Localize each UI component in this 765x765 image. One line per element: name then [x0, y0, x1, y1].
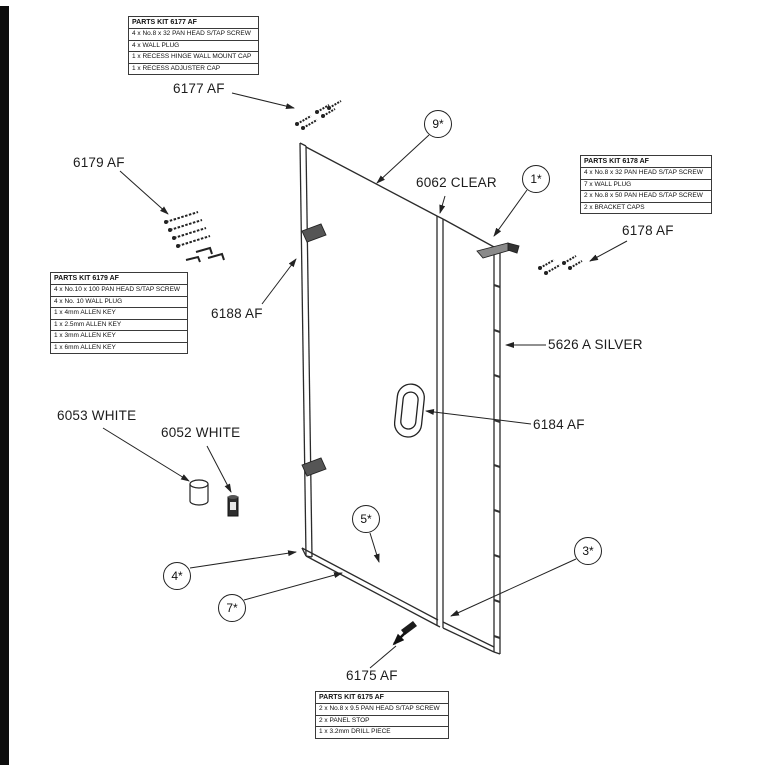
kit-title: PARTS KIT 6178 AF — [581, 156, 711, 168]
allen-key-icons — [185, 246, 225, 263]
callout-1-label: 1* — [530, 172, 542, 186]
parts-kit-6179-table: PARTS KIT 6179 AF 4 x No.10 x 100 PAN HE… — [50, 272, 188, 354]
kit-title: PARTS KIT 6179 AF — [51, 273, 187, 285]
kit-row: 1 x 4mm ALLEN KEY — [51, 308, 187, 320]
label-6179-af: 6179 AF — [73, 155, 125, 170]
callout-1: 1* — [522, 165, 550, 193]
kit-row: 2 x BRACKET CAPS — [584, 203, 645, 211]
kit-row: 4 x No. 10 WALL PLUG — [51, 297, 187, 308]
kit-row: 7 x WALL PLUG — [581, 180, 711, 191]
label-6188-af: 6188 AF — [211, 306, 263, 321]
callout-7-label: 7* — [226, 601, 238, 615]
parts-kit-6175-table: PARTS KIT 6175 AF 2 x No.8 x 9.5 PAN HEA… — [315, 691, 449, 739]
callout-5: 5* — [352, 505, 380, 533]
label-6177-af: 6177 AF — [173, 81, 225, 96]
label-6053-white: 6053 WHITE — [57, 408, 137, 423]
screw-cluster-6178 — [538, 255, 583, 275]
callout-9-label: 9* — [432, 117, 444, 131]
kit-row: 2 x PANEL STOP — [316, 716, 448, 727]
screw-cluster-6179 — [164, 211, 225, 263]
label-5626-silver: 5626 A SILVER — [548, 337, 643, 352]
callout-3: 3* — [574, 537, 602, 565]
label-6062-clear: 6062 CLEAR — [416, 175, 497, 190]
callout-4-label: 4* — [171, 569, 183, 583]
callout-9: 9* — [424, 110, 452, 138]
kit-row: 1 x 6mm ALLEN KEY — [54, 343, 116, 351]
callout-7: 7* — [218, 594, 246, 622]
kit-row: 2 x No.8 x 9.5 PAN HEAD S/TAP SCREW — [316, 704, 448, 716]
leader-arrows — [102, 92, 628, 669]
label-6052-white: 6052 WHITE — [161, 425, 241, 440]
callout-4: 4* — [163, 562, 191, 590]
kit-row: 1 x RECESS ADJUSTER CAP — [132, 64, 221, 72]
screw-cluster-6177 — [295, 100, 342, 130]
parts-kit-6177-table: PARTS KIT 6177 AF 4 x No.8 x 32 PAN HEAD… — [128, 16, 259, 75]
kit-row: 1 x RECESS HINGE WALL MOUNT CAP — [129, 52, 258, 64]
left-edge-bar — [0, 6, 9, 765]
kit-row: 2 x No.8 x 50 PAN HEAD S/TAP SCREW — [581, 191, 711, 203]
kit-row: 4 x No.8 x 32 PAN HEAD S/TAP SCREW — [129, 29, 258, 41]
plug-6052-icon — [227, 495, 239, 517]
callout-5-label: 5* — [360, 512, 372, 526]
kit-row: 1 x 3mm ALLEN KEY — [51, 331, 187, 343]
label-6178-af: 6178 AF — [622, 223, 674, 238]
part-6175-icon — [392, 621, 417, 646]
kit-title: PARTS KIT 6177 AF — [129, 17, 258, 29]
cylinder-6053-icon — [189, 479, 209, 506]
label-6175-af: 6175 AF — [346, 668, 398, 683]
label-6184-af: 6184 AF — [533, 417, 585, 432]
handle-icon — [393, 383, 425, 438]
kit-row: 1 x 2.5mm ALLEN KEY — [51, 320, 187, 331]
callout-3-label: 3* — [582, 544, 594, 558]
hinge-icons — [301, 223, 327, 477]
kit-row: 4 x WALL PLUG — [129, 41, 258, 52]
kit-row: 1 x 3.2mm DRILL PIECE — [319, 728, 391, 735]
rail-hole-marks — [493, 284, 501, 639]
wall-bracket-icon — [476, 242, 520, 259]
kit-row: 4 x No.10 x 100 PAN HEAD S/TAP SCREW — [51, 285, 187, 297]
kit-title: PARTS KIT 6175 AF — [316, 692, 448, 704]
kit-row: 4 x No.8 x 32 PAN HEAD S/TAP SCREW — [581, 168, 711, 180]
door-frame — [299, 142, 501, 655]
parts-kit-6178-table: PARTS KIT 6178 AF 4 x No.8 x 32 PAN HEAD… — [580, 155, 712, 214]
